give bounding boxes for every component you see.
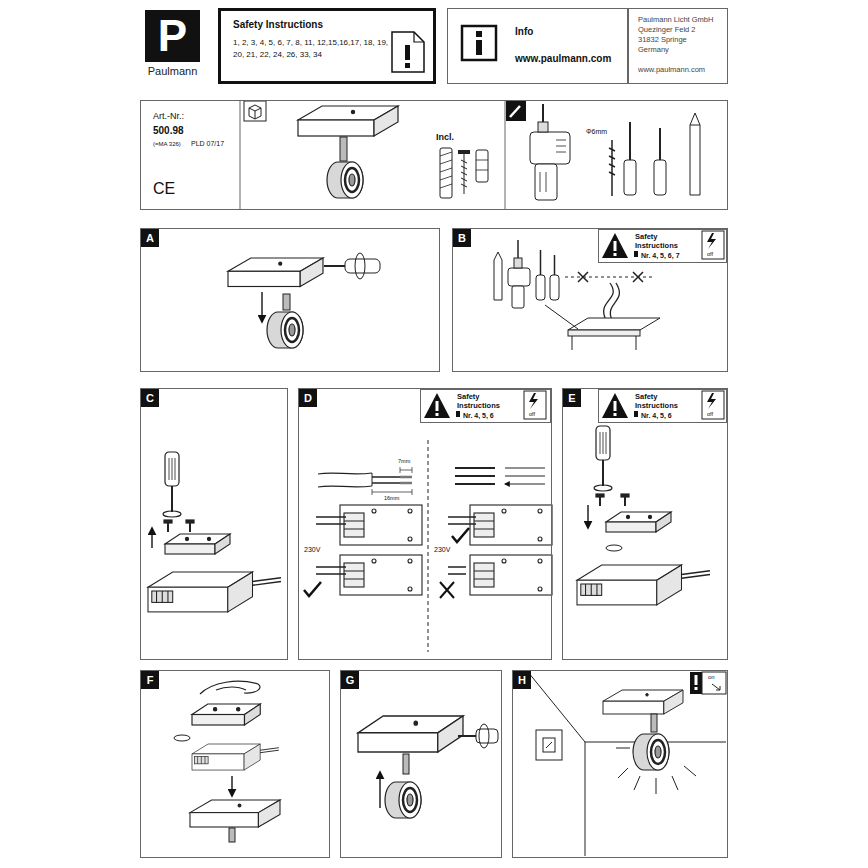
node-heading: E [563,389,581,407]
node-text: (=MA 326) [153,141,181,148]
node-text: Paulmann [140,65,205,78]
node-text: 31832 Springe [638,35,687,44]
step-panel: A [140,228,440,372]
node-text: www.paulmann.com [515,53,611,65]
node-heading: F [141,671,159,689]
node-heading: Paulmann Licht GmbH [638,15,713,24]
info-panel: Info www.paulmann.com [447,8,628,84]
node-text: off [707,411,713,418]
node-heading: Safety Instructions [635,392,697,410]
node-text: Nr. 4, 5, 6, 7 [641,251,680,260]
dimension: 7mm [398,458,410,465]
node-text: Nr. 4, 5, 6 [463,411,494,420]
node-heading: Safety Instructions [457,392,519,410]
node-heading: H [513,671,531,689]
address-panel: Paulmann Licht GmbHQuezinger Feld 231832… [628,8,728,84]
node-text: CE [153,179,175,198]
node-text: PLD 07/17 [191,140,224,148]
safety-note: Safety InstructionsNr. 4, 5, 6 off [598,389,727,423]
node-heading: Info [515,26,533,38]
step-panel: H [512,670,728,858]
safety-note: Safety InstructionsNr. 4, 5, 6 off [420,389,551,423]
product-panel: Art.-Nr.: 500.98 (=MA 326) PLD 07/17CE [140,100,728,210]
safety-panel: Safety Instructions 1, 2, 3, 4, 5, 6, 7, … [218,8,436,84]
step-panel: D Safety InstructionsNr. 4, 5, 6 off [298,388,552,660]
node-text: Quezinger Feld 2 [638,25,696,34]
step-panel: G [340,670,502,858]
brand-logo: PPaulmann [145,10,200,62]
node-heading: P [145,10,200,62]
step-panel: F [140,670,330,858]
node-text: Germany [638,45,669,54]
node-heading: Safety Instructions [233,19,323,31]
node-text: 1, 2, 3, 4, 5, 6, 7, 8, 11, 12,15,16,17,… [233,37,395,61]
node-text: off [529,411,535,418]
node-heading: D [299,389,317,407]
voltage-label: 230V [304,546,320,554]
node-text: www.paulmann.com [638,65,705,74]
node-heading: C [141,389,159,407]
step-panel: E Safety InstructionsNr. 4, 5, 6 off [562,388,728,660]
step-panel: C [140,388,288,660]
drill-size: Φ6mm [586,128,607,136]
node-heading: Art.-Nr.: [153,111,184,122]
switch-state: on [708,674,715,681]
step-panel: B Safety InstructionsNr. 4, 5, 6, 7 off [452,228,728,372]
included-parts-label: Incl. [436,132,454,143]
node-heading: A [141,229,159,247]
node-heading: Safety Instructions [635,232,697,250]
node-text: 500.98 [153,125,184,137]
dimension: 16mm [384,495,399,502]
node-text: Nr. 4, 5, 6 [641,411,672,420]
safety-note: Safety InstructionsNr. 4, 5, 6, 7 off [598,229,727,263]
node-heading: G [341,671,359,689]
node-text: off [707,251,713,258]
voltage-label: 230V [434,546,450,554]
node-heading: B [453,229,471,247]
